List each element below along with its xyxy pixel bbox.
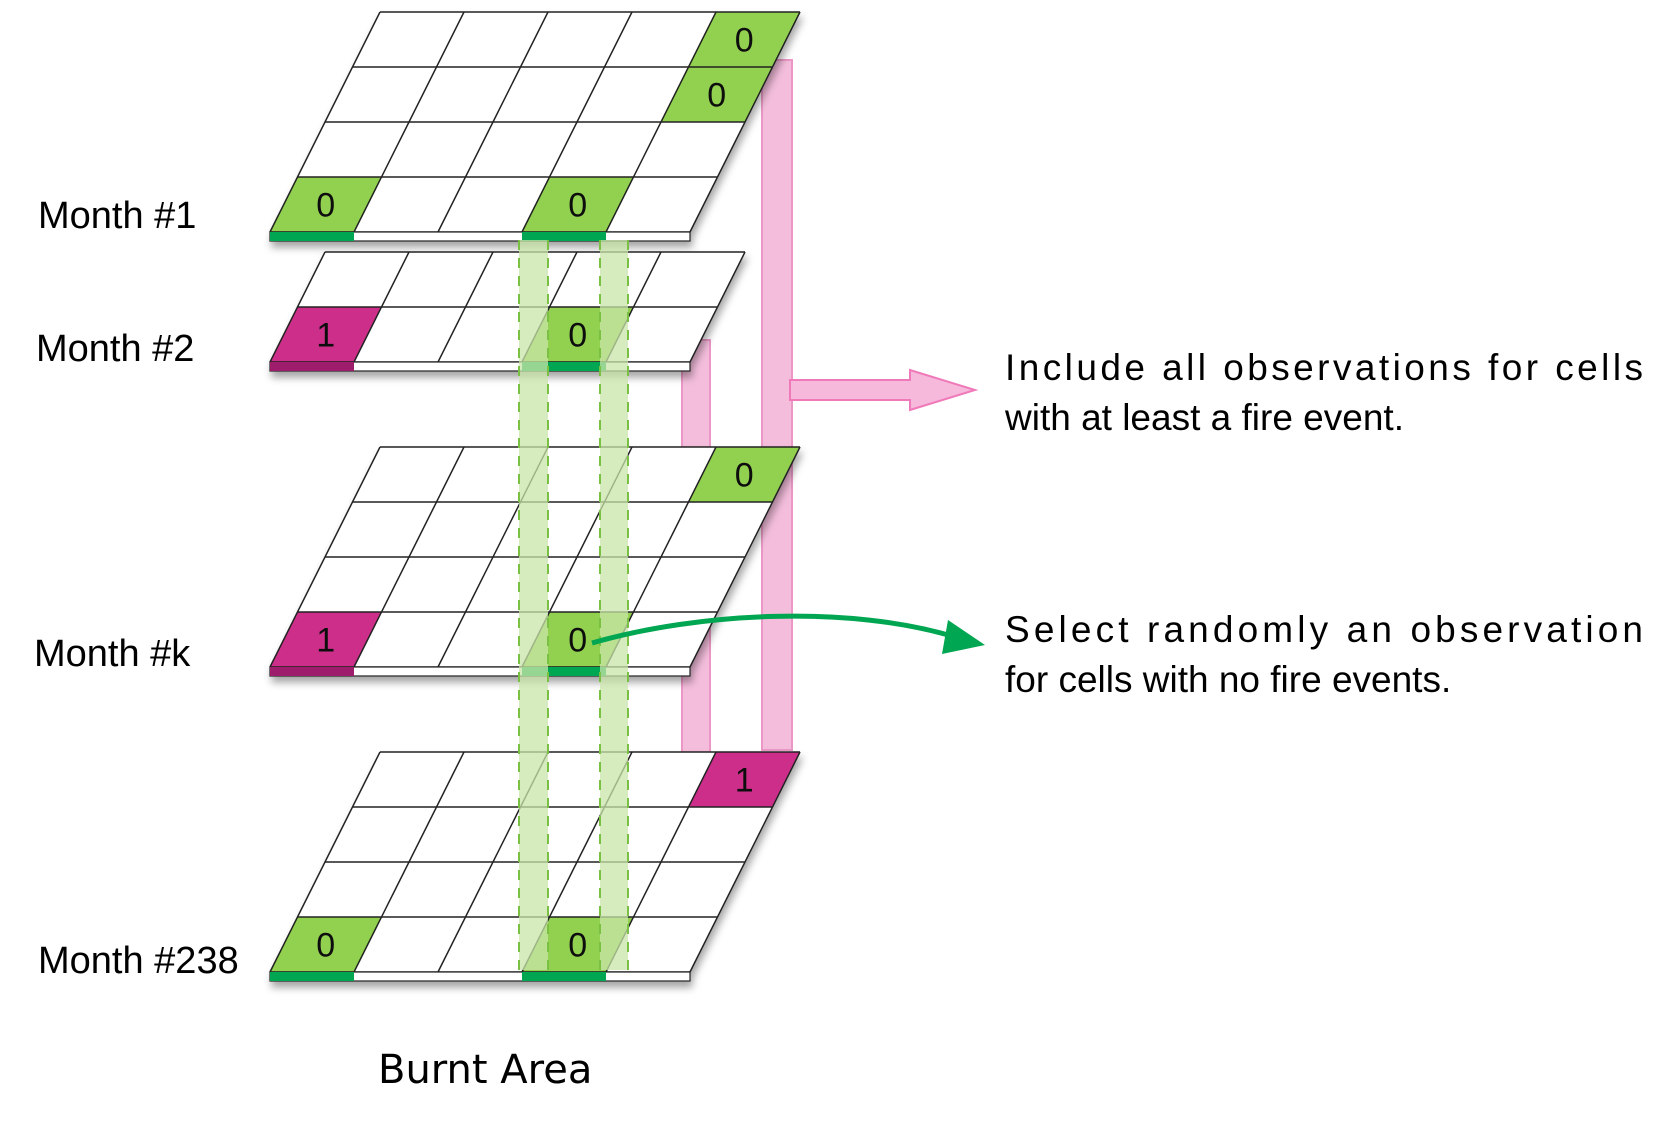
grid-line xyxy=(521,11,633,233)
cell-value: 0 xyxy=(316,187,335,225)
cell-value: 0 xyxy=(735,22,754,60)
month-label-2: Month #2 xyxy=(36,328,194,370)
cell-value: 1 xyxy=(735,762,754,800)
cell-value: 0 xyxy=(568,317,587,355)
green-arrow xyxy=(591,613,956,646)
grid-line xyxy=(689,751,801,973)
grid-line xyxy=(269,11,381,233)
green-annotation-line-2: for cells with no fire events. xyxy=(1005,659,1451,700)
magenta-cell xyxy=(688,752,800,807)
cell-edge xyxy=(270,972,354,981)
green-cell xyxy=(270,917,382,972)
pink-band-outer xyxy=(761,59,793,751)
cell-edge xyxy=(522,667,606,676)
grid-line xyxy=(437,251,494,363)
grid-line xyxy=(689,446,801,668)
grid-line xyxy=(689,251,746,363)
grid-line xyxy=(437,11,549,233)
grid-line xyxy=(269,251,326,363)
grid-line xyxy=(353,251,410,363)
green-band-2 xyxy=(600,240,628,970)
cell-edge xyxy=(270,232,354,241)
green-connector-bands xyxy=(518,240,629,970)
cell-value: 0 xyxy=(707,77,726,115)
grid-line xyxy=(353,751,465,973)
cell-edge xyxy=(270,362,354,371)
month-label-k: Month #k xyxy=(34,633,191,675)
diagram-caption: Burnt Area xyxy=(378,1047,592,1093)
cell-edge xyxy=(270,667,354,676)
cell-value: 0 xyxy=(316,927,335,965)
magenta-cell xyxy=(270,307,382,362)
magenta-cell xyxy=(270,612,382,667)
pink-connector-bands xyxy=(681,59,793,756)
green-cell xyxy=(688,12,800,67)
month-label-1: Month #1 xyxy=(38,195,196,237)
green-cell xyxy=(270,177,382,232)
cell-value: 0 xyxy=(568,622,587,660)
cell-value: 0 xyxy=(568,927,587,965)
cell-value: 1 xyxy=(316,317,335,355)
green-cell xyxy=(688,447,800,502)
pink-annotation-line-1: Include all observations for cells xyxy=(1005,347,1643,388)
cell-edge xyxy=(522,972,606,981)
month-label-238: Month #238 xyxy=(38,940,239,982)
green-cell xyxy=(661,67,773,122)
green-annotation-line-1: Select randomly an observation xyxy=(1005,609,1643,650)
cell-value: 1 xyxy=(316,622,335,660)
grid-line xyxy=(353,11,465,233)
green-cell xyxy=(522,177,634,232)
grid-line xyxy=(605,11,717,233)
green-arrow-head xyxy=(942,620,985,654)
grid-line xyxy=(269,751,381,973)
cell-edge xyxy=(522,362,606,371)
green-band-1 xyxy=(519,240,548,970)
pink-annotation-line-2: with at least a fire event. xyxy=(1004,397,1404,438)
grid-line xyxy=(269,446,381,668)
cell-edge xyxy=(522,232,606,241)
pink-arrow xyxy=(789,368,979,412)
cell-value: 0 xyxy=(735,457,754,495)
grid-line xyxy=(689,11,801,233)
cell-value: 0 xyxy=(568,187,587,225)
grid-line xyxy=(353,446,465,668)
